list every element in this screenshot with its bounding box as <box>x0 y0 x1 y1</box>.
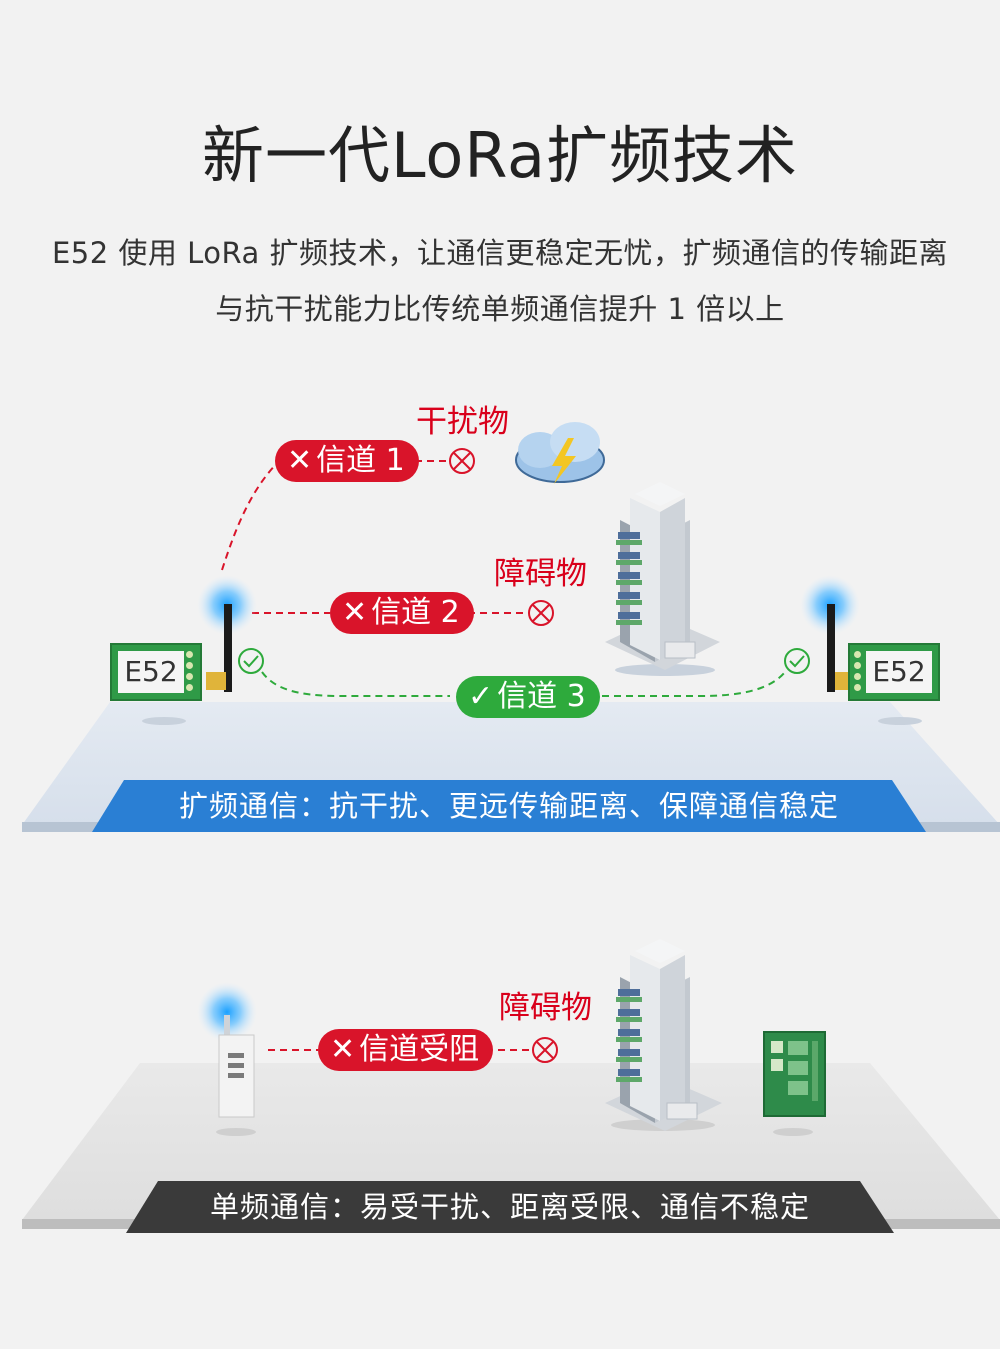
blocked-channel-pill: ✕信道受阻 <box>318 1029 494 1071</box>
antenna-right <box>827 604 835 692</box>
check-circle-icon <box>784 648 810 674</box>
e52-module-right: E52 <box>848 643 940 701</box>
receiver-board <box>763 1031 826 1117</box>
check-icon: ✓ <box>468 679 494 714</box>
x-icon: ✕ <box>342 595 368 630</box>
blocked-circle-icon <box>532 1037 558 1063</box>
obstacle-label: 障碍物 <box>494 556 587 592</box>
x-icon: ✕ <box>330 1032 356 1067</box>
signal-icon <box>197 982 257 1042</box>
channel2-pill: ✕信道 2 <box>330 592 474 634</box>
page-title: 新一代LoRa扩频技术 <box>201 119 799 192</box>
building-icon <box>605 482 720 670</box>
channel3-line-right <box>602 671 786 697</box>
channel1-label: 信道 1 <box>316 443 405 478</box>
module-label: E52 <box>118 651 184 693</box>
blocked-circle-icon <box>449 448 475 474</box>
cloud-lightning-icon <box>515 422 605 484</box>
obstacle-label: 障碍物 <box>499 990 592 1026</box>
e52-module-left: E52 <box>110 643 202 701</box>
subtitle-line-2: 与抗干扰能力比传统单频通信提升 1 倍以上 <box>215 292 785 326</box>
single-device <box>218 1034 255 1118</box>
subtitle-line-1: E52 使用 LoRa 扩频技术，让通信更稳定无忧，扩频通信的传输距离 <box>51 236 949 270</box>
channel3-pill: ✓信道 3 <box>456 676 600 718</box>
blocked-channel-label: 信道受阻 <box>359 1032 480 1067</box>
spread-banner-text: 扩频通信：抗干扰、更远传输距离、保障通信稳定 <box>178 789 839 823</box>
single-banner-bg <box>126 1181 894 1233</box>
channel1-line <box>221 459 281 571</box>
channel3-line-left <box>261 671 450 697</box>
check-circle-icon <box>238 648 264 674</box>
floor-plane <box>22 1063 1000 1220</box>
module-label: E52 <box>866 651 932 693</box>
building-icon <box>605 939 722 1131</box>
channel2-label: 信道 2 <box>371 595 460 630</box>
channel3-label: 信道 3 <box>497 679 586 714</box>
interference-label: 干扰物 <box>416 404 509 440</box>
channel1-pill: ✕信道 1 <box>275 440 419 482</box>
spread-banner-bg <box>92 780 926 832</box>
antenna-left <box>224 604 232 692</box>
spread-scene-graphics <box>22 422 1000 832</box>
blocked-circle-icon <box>528 600 554 626</box>
single-banner-text: 单频通信：易受干扰、距离受限、通信不稳定 <box>209 1190 810 1224</box>
x-icon: ✕ <box>287 443 313 478</box>
